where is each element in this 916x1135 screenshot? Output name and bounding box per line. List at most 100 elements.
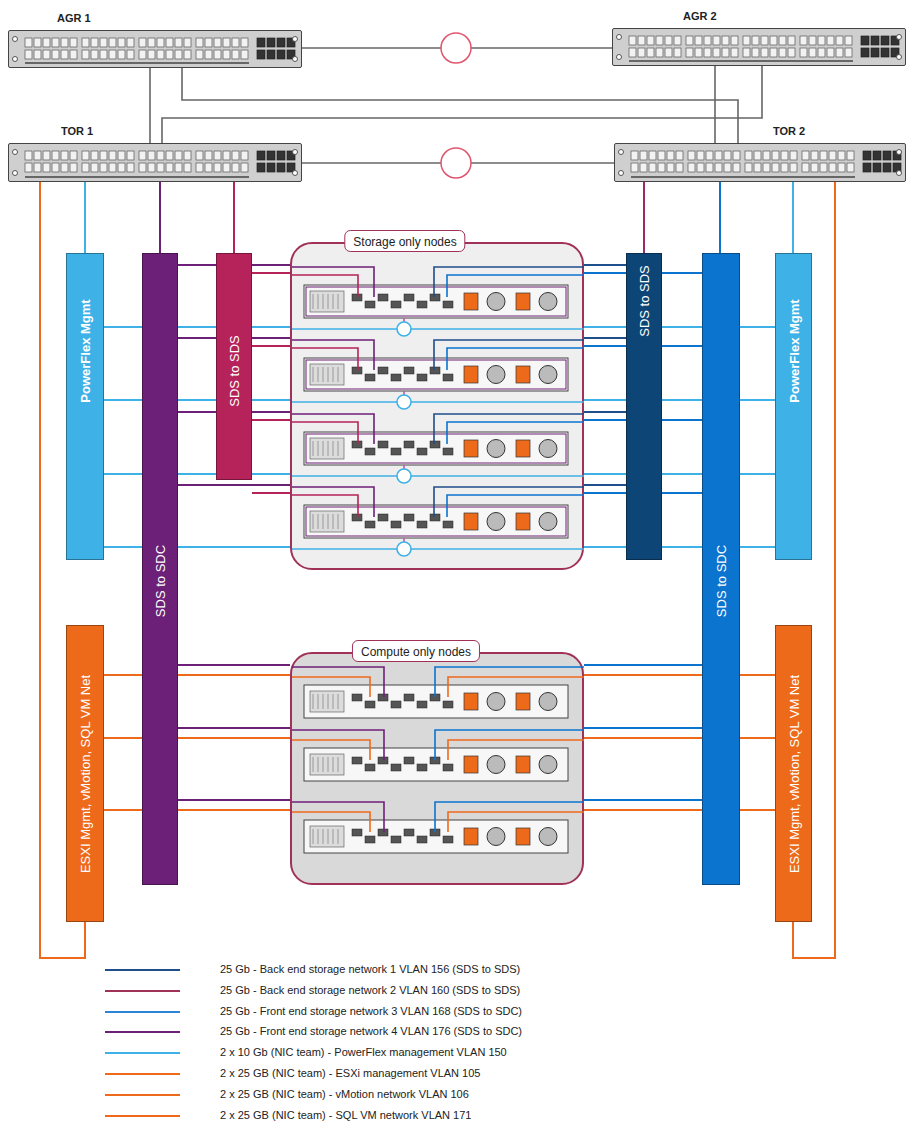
legend-swatch (104, 988, 181, 994)
switch-port (802, 163, 809, 172)
switch-port (743, 36, 750, 45)
switch-port (704, 36, 711, 45)
vent (318, 441, 319, 456)
uplink-port (257, 38, 265, 47)
vent (313, 294, 314, 309)
server-wire (447, 275, 584, 297)
switch-port (196, 151, 203, 160)
psu-fan (539, 828, 557, 846)
switch-port (631, 151, 638, 160)
server-wire (411, 401, 584, 403)
switch-port (205, 163, 212, 172)
switch-port (241, 38, 248, 47)
switch-port (763, 163, 770, 172)
band-label: SDS to SDS (227, 335, 242, 407)
nic-port (443, 764, 453, 771)
nic-port (404, 514, 414, 521)
switch-port (638, 48, 645, 57)
psu-fan (539, 513, 557, 531)
switch-label: TOR 2 (773, 125, 805, 137)
switch-port (667, 163, 674, 172)
switch-port (676, 151, 683, 160)
uplink-port (267, 163, 275, 172)
switch-port (640, 151, 647, 160)
vent (313, 367, 314, 382)
server-bezel (310, 291, 344, 312)
nic-port (417, 448, 427, 455)
server-wire (292, 348, 358, 370)
switch-port (779, 48, 786, 57)
vent (328, 514, 329, 529)
nic-port (352, 441, 362, 448)
nic-port (365, 374, 375, 381)
network-switch: AGR 1 (8, 30, 302, 68)
switch-port (91, 50, 98, 59)
switch-port (52, 163, 59, 172)
legend-line (105, 1115, 180, 1117)
legend-text: 25 Gb - Front end storage network 3 VLAN… (220, 1005, 522, 1017)
switch-port (139, 151, 146, 160)
network-link (584, 473, 775, 475)
nic-port (443, 448, 453, 455)
server-wire (434, 487, 584, 517)
vent (318, 367, 319, 382)
switch-port (25, 151, 32, 160)
server-trim (306, 360, 566, 389)
uplink-port (277, 50, 285, 59)
mount-hole (619, 171, 624, 176)
legend-swatch (104, 1029, 181, 1035)
vent (338, 294, 339, 309)
network-link (584, 737, 775, 739)
switch-port (61, 38, 68, 47)
server-wire (292, 267, 374, 297)
network-link (584, 399, 775, 401)
switch-ports (9, 31, 301, 67)
server-wire (292, 328, 397, 330)
mount-hole (619, 150, 624, 155)
legend-line (105, 969, 180, 971)
network-link (584, 337, 626, 339)
network-link (84, 182, 86, 253)
switch-port (781, 151, 788, 160)
switch-ports (613, 29, 905, 65)
switch-port (223, 163, 230, 172)
network-link (584, 411, 626, 413)
psu-handle (516, 366, 530, 383)
nic-port (378, 829, 388, 836)
vent (318, 829, 319, 844)
vent (313, 441, 314, 456)
node-group: Compute only nodes (290, 652, 584, 885)
vent (328, 294, 329, 309)
nic-port (352, 694, 362, 701)
network-link (714, 66, 716, 143)
switch-port (838, 163, 845, 172)
mount-hole (617, 55, 622, 60)
switch-port (82, 163, 89, 172)
legend-text: 2 x 25 GB (NIC team) - ESXi management V… (220, 1067, 480, 1079)
psu-fan (487, 293, 505, 311)
switch-port (52, 38, 59, 47)
vent (323, 694, 324, 709)
server-wire (411, 328, 584, 330)
switch-port (802, 151, 809, 160)
network-band: SDS to SDS (626, 253, 662, 560)
nic-port (391, 764, 401, 771)
switch-port (724, 163, 731, 172)
switch-label: AGR 1 (57, 12, 91, 24)
network-link (584, 484, 626, 486)
switch-port (61, 50, 68, 59)
server-body (304, 432, 568, 465)
switch-port (184, 163, 191, 172)
server-chassis (304, 358, 568, 391)
switch-port (232, 151, 239, 160)
legend-line (105, 1011, 180, 1013)
switch-port (109, 151, 116, 160)
legend-swatch (104, 1050, 181, 1056)
legend-text: 25 Gb - Back end storage network 2 VLAN … (220, 984, 520, 996)
switch-port (688, 151, 695, 160)
switch-port (631, 163, 638, 172)
server-wire (435, 667, 584, 697)
nic-port (443, 374, 453, 381)
nic-port (417, 701, 427, 708)
nic-port (430, 367, 440, 374)
